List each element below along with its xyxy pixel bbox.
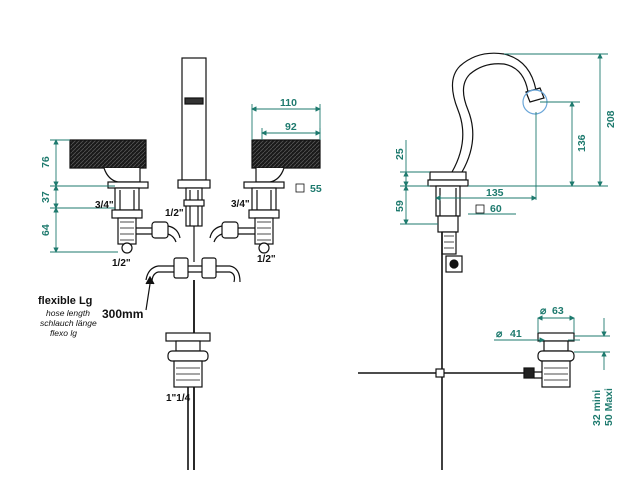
dim-37: 37 [40,191,52,203]
thread-right-bottom: 1/2" [257,254,276,265]
dim-square-60: 60 [490,203,502,215]
side-dim-labels: 208 136 135 25 59 60 ⌀ 63 ⌀ 41 32 mini 5… [394,110,617,426]
front-dim-labels: 110 92 76 37 64 55 3/4" 3/4" 1/2" 1/2" 1… [38,97,322,404]
side-pop-up-rod [358,367,535,379]
hose-length: 300mm [102,307,143,321]
hose-line-3: flexo lg [50,328,77,338]
side-spout [427,52,548,470]
dim-110: 110 [280,97,297,109]
deck-max: 50 Maxi [603,388,615,426]
front-dimensions [50,104,321,253]
left-handle [69,139,181,254]
side-view [358,52,575,470]
dim-square-55: 55 [310,183,322,195]
dim-208: 208 [605,110,617,128]
hose-line-1: hose length [46,308,90,318]
deck-min: 32 mini [591,390,603,426]
center-spout [177,57,211,470]
side-waste [534,332,575,388]
waste-diameter-41-symbol: ⌀ [496,328,503,340]
waste-diameter-63-symbol: ⌀ [540,305,547,317]
thread-left-top: 3/4" [95,200,114,211]
front-view [69,57,321,470]
thread-left-bottom: 1/2" [112,258,131,269]
dim-136: 136 [576,134,588,152]
dim-135: 135 [486,187,504,199]
hose-title: flexible Lg [38,295,92,307]
side-dimensions [400,53,610,370]
right-handle [209,139,321,254]
waste-diameter-41: 41 [510,328,522,340]
waste-diameter-63: 63 [552,305,564,317]
dim-25: 25 [394,148,406,160]
thread-waste: 1"1/4 [166,393,191,404]
hose-line-2: schlauch länge [40,318,97,328]
dim-92: 92 [285,121,297,133]
thread-center: 1/2" [165,208,184,219]
waste-front [165,332,211,470]
dim-76: 76 [40,156,52,168]
dim-64: 64 [40,224,52,236]
tee-connector [145,257,241,283]
thread-right-top: 3/4" [231,199,250,210]
dim-59: 59 [394,200,406,212]
